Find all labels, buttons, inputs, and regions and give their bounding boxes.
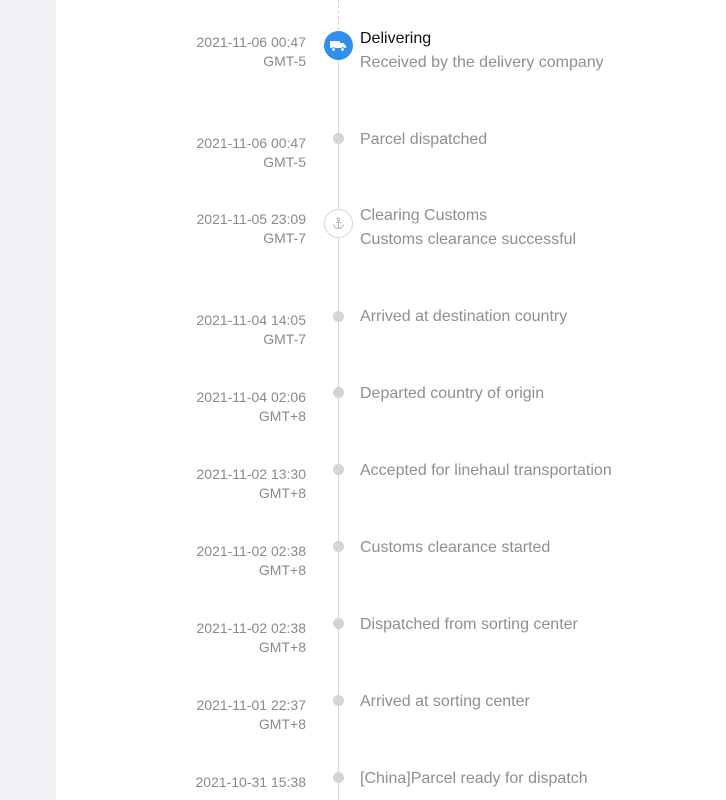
event-title: Parcel dispatched (360, 131, 488, 148)
event-time: 2021-11-06 00:47 GMT-5 (106, 33, 307, 71)
event-description: Parcel dispatched (360, 128, 487, 152)
timeline-dot (333, 695, 344, 706)
timeline-dot (333, 541, 344, 552)
event-title: Delivering (360, 30, 432, 47)
event-date: 2021-11-04 14:05 (196, 312, 307, 328)
event-date: 2021-11-02 02:38 (196, 543, 307, 559)
event-date: 2021-11-04 02:06 (196, 389, 307, 405)
event-timezone: GMT+8 (258, 408, 306, 424)
event-subtitle: Customs clearance successful (360, 231, 577, 248)
left-sidebar-background (0, 0, 56, 800)
event-title: Arrived at destination country (360, 308, 568, 325)
event-description: Arrived at destination country (360, 305, 567, 329)
event-timezone: GMT-5 (263, 53, 306, 69)
event-timezone: GMT-7 (263, 331, 306, 347)
event-description: Dispatched from sorting center (360, 613, 578, 637)
event-timezone: GMT+8 (258, 562, 306, 578)
event-description: Delivering Received by the delivery comp… (360, 27, 604, 75)
event-time: 2021-11-06 00:47 GMT-5 (106, 134, 307, 172)
timeline-dot (333, 772, 344, 783)
event-time: 2021-11-02 13:30 GMT+8 (106, 465, 307, 503)
timeline-dashed-connector (338, 0, 339, 30)
truck-icon (324, 31, 353, 60)
event-time: 2021-11-01 22:37 GMT+8 (106, 696, 307, 734)
event-date: 2021-11-06 00:47 (196, 135, 307, 151)
event-description: Clearing Customs Customs clearance succe… (360, 204, 576, 252)
event-date: 2021-10-31 15:38 (195, 774, 306, 790)
event-date: 2021-11-02 02:38 (196, 620, 307, 636)
event-timezone: GMT+8 (258, 716, 306, 732)
event-date: 2021-11-02 13:30 (196, 466, 307, 482)
event-time: 2021-11-02 02:38 GMT+8 (106, 619, 307, 657)
event-title: Customs clearance started (360, 539, 551, 556)
event-time: 2021-10-31 15:38 (106, 773, 306, 792)
timeline-dot (333, 133, 344, 144)
event-time: 2021-11-04 14:05 GMT-7 (106, 311, 307, 349)
event-title: Accepted for linehaul transportation (360, 462, 612, 479)
event-title: Dispatched from sorting center (360, 616, 578, 633)
event-time: 2021-11-05 23:09 GMT-7 (106, 210, 307, 248)
timeline-line (338, 56, 339, 800)
event-timezone: GMT-7 (263, 230, 306, 246)
event-title: Departed country of origin (360, 385, 545, 402)
event-date: 2021-11-06 00:47 (196, 34, 307, 50)
event-date: 2021-11-01 22:37 (196, 697, 307, 713)
event-title: Clearing Customs (360, 207, 488, 224)
timeline-dot (333, 618, 344, 629)
event-timezone: GMT+8 (258, 485, 306, 501)
timeline-dot (333, 464, 344, 475)
timeline-dot (333, 311, 344, 322)
event-timezone: GMT+8 (258, 639, 306, 655)
event-time: 2021-11-04 02:06 GMT+8 (106, 388, 307, 426)
event-description: Departed country of origin (360, 382, 544, 406)
event-subtitle: Received by the delivery company (360, 54, 604, 71)
event-timezone: GMT-5 (263, 154, 306, 170)
event-time: 2021-11-02 02:38 GMT+8 (106, 542, 307, 580)
timeline-dot (333, 387, 344, 398)
event-description: Customs clearance started (360, 536, 550, 560)
event-description: Arrived at sorting center (360, 690, 530, 714)
event-title: [China]Parcel ready for dispatch (360, 770, 588, 787)
event-description: Accepted for linehaul transportation (360, 459, 612, 483)
event-date: 2021-11-05 23:09 (196, 211, 307, 227)
event-title: Arrived at sorting center (360, 693, 530, 710)
anchor-icon (324, 209, 353, 238)
event-description: [China]Parcel ready for dispatch (360, 767, 588, 791)
